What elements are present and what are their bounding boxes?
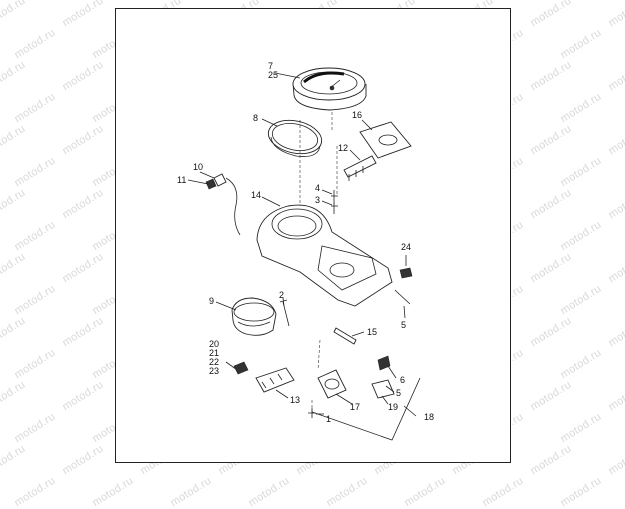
watermark-text: motod.ru: [168, 474, 214, 509]
callout-number: 11: [177, 175, 187, 185]
callout-number: 18: [424, 412, 435, 422]
screws: [331, 190, 338, 214]
parts-drawing: [187, 67, 421, 441]
bulb-socket: [205, 173, 241, 236]
watermark-text: motod.ru: [246, 474, 292, 509]
callout-number: 23: [209, 366, 220, 376]
mounting-bracket: [343, 155, 377, 181]
speedometer-gauge: [292, 67, 367, 111]
small-screw: [308, 408, 316, 418]
callout-number: 20: [209, 339, 220, 349]
callout-number: 9: [209, 296, 215, 306]
switch-parts: [371, 355, 395, 399]
ignition-switch: [317, 369, 347, 399]
watermark-text: motod.ru: [402, 474, 448, 509]
watermark-text: motod.ru: [90, 474, 136, 509]
callout-number: 7: [268, 61, 274, 71]
gauge-cup: [231, 297, 277, 336]
watermark-text: motod.ru: [480, 474, 526, 509]
callout-number: 16: [352, 110, 363, 120]
watermark-text: motod.ru: [12, 474, 58, 509]
callout-number: 1: [326, 414, 332, 424]
callout-number: 5: [396, 388, 402, 398]
watermark-text: motod.ru: [558, 474, 604, 509]
callout-number: 15: [367, 327, 378, 337]
long-screw: [279, 299, 290, 327]
callout-number: 25: [268, 70, 279, 80]
callout-number: 4: [315, 183, 321, 193]
callout-number: 10: [193, 162, 204, 172]
cover-plate: [359, 121, 412, 159]
callout-number: 22: [209, 357, 220, 367]
leader-lines: [187, 72, 417, 417]
callout-number: 13: [290, 395, 301, 405]
callout-number: 17: [350, 402, 361, 412]
callout-number: 14: [251, 190, 262, 200]
callout-number: 6: [400, 375, 406, 385]
spring-pin: [394, 289, 411, 305]
callout-number: 12: [338, 143, 349, 153]
retaining-clip: [399, 267, 413, 279]
callout-number: 21: [209, 348, 220, 358]
console-housing: [256, 112, 393, 307]
switch-housing: [225, 361, 295, 393]
callout-number: 19: [388, 402, 399, 412]
watermark-text: motod.ru: [324, 474, 370, 509]
callout-number: 8: [253, 113, 259, 123]
trim-strip: [333, 327, 357, 345]
callout-number: 2: [279, 290, 285, 300]
callout-number: 24: [401, 242, 412, 252]
callout-number: 3: [315, 195, 321, 205]
callout-number: 5: [401, 320, 407, 330]
gasket-ring: [267, 119, 323, 157]
